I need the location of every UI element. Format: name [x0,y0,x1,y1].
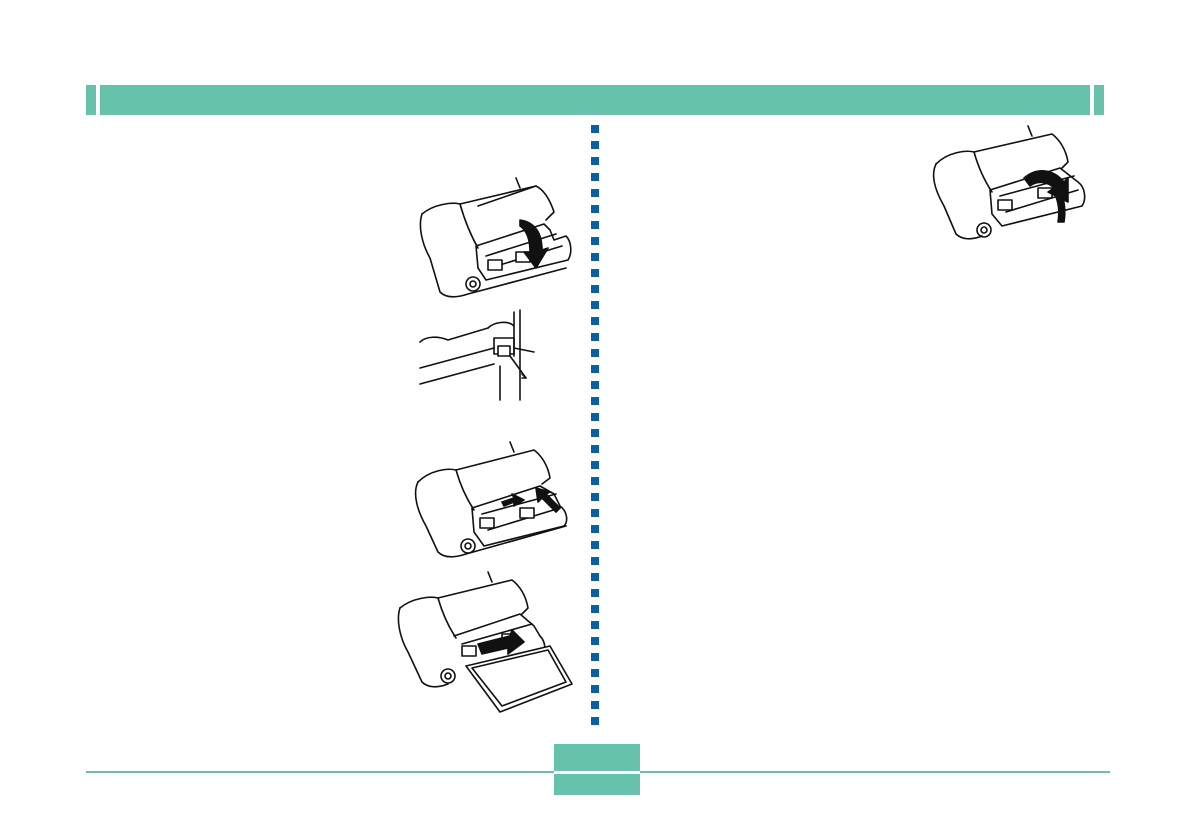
header-bar-right-cap [1094,85,1104,115]
close-cover-illustration [928,126,1090,244]
open-cover-illustration [416,176,576,301]
page-number-tab [554,744,640,795]
eject-lever-illustration [418,306,538,406]
page-tab-split [554,771,640,774]
remove-card-illustration [396,572,574,718]
column-divider [591,125,599,725]
header-bar [100,85,1090,115]
header-bar-left-cap [86,85,96,115]
press-eject-illustration [410,442,575,560]
